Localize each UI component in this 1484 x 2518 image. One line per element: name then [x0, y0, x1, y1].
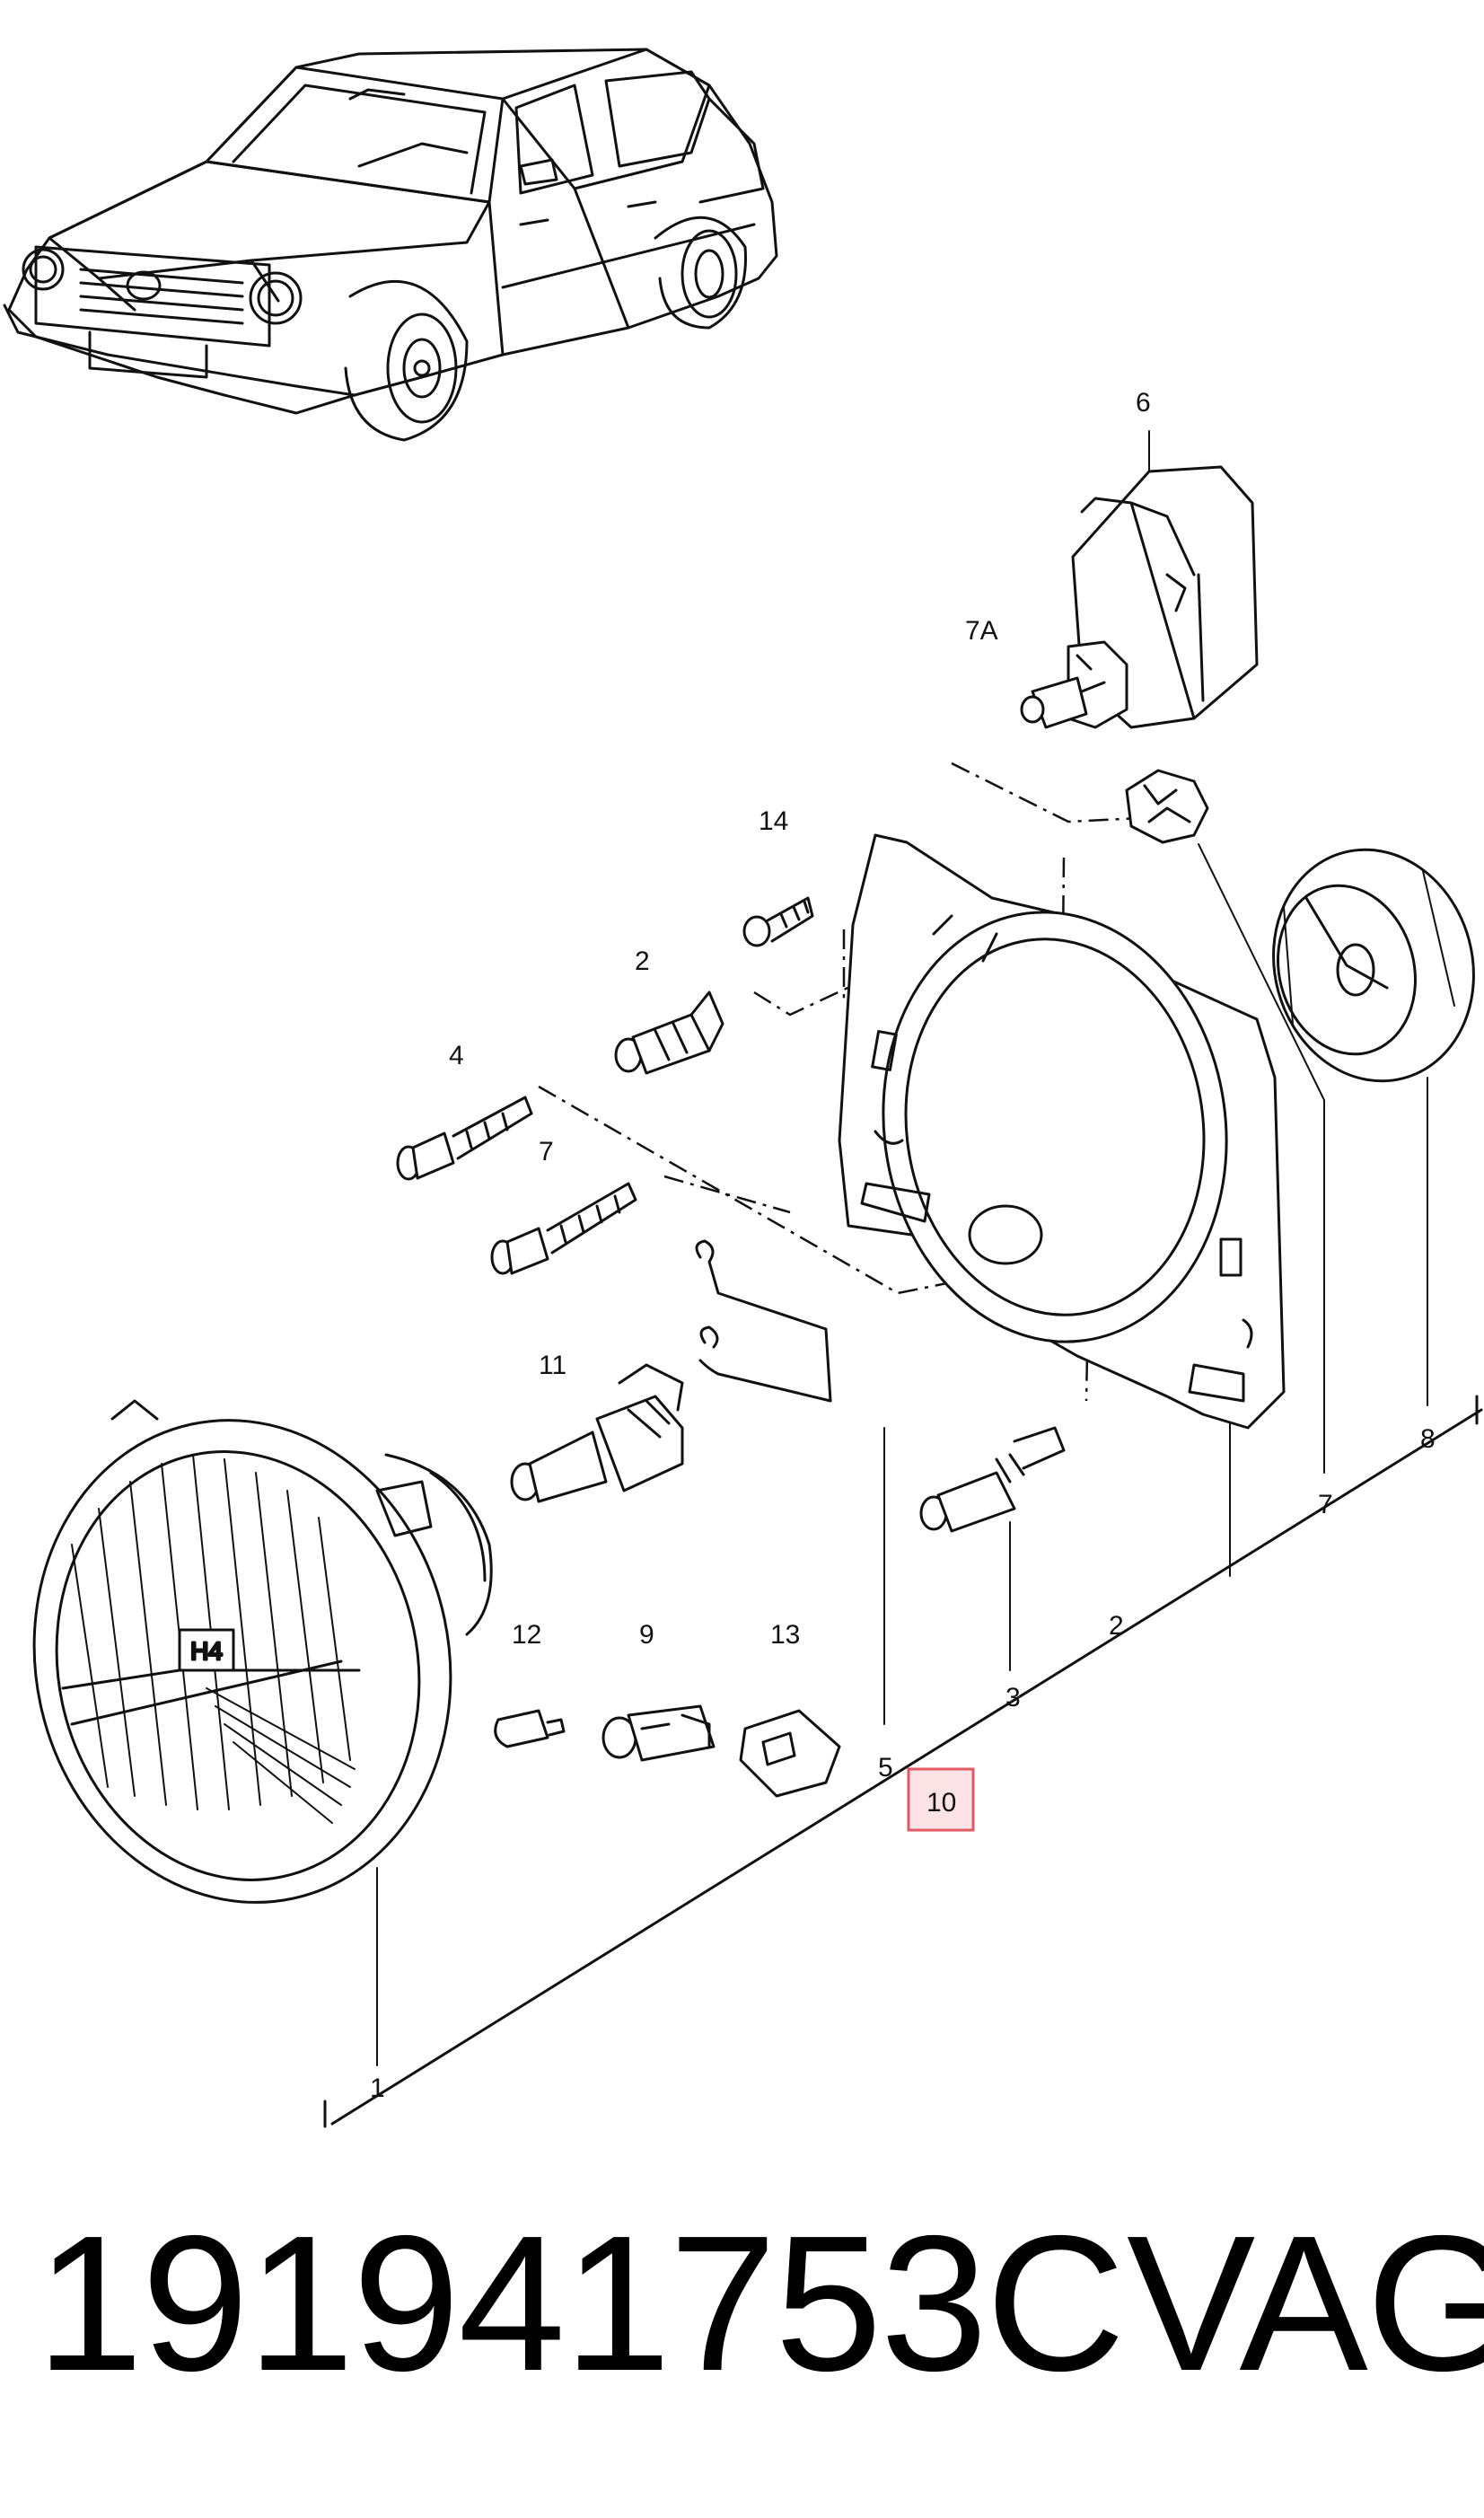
car-illustration: [3, 48, 778, 442]
brand-name: VAG: [1127, 2195, 1484, 2411]
highlight-box-10: [907, 1767, 975, 1832]
part-4-bolt: [396, 1096, 533, 1181]
callout-7a: 7A: [965, 616, 998, 646]
callout-7c: 7: [1318, 1490, 1333, 1519]
part-2-mounting-frame: [838, 833, 1286, 1430]
callout-13: 13: [770, 1620, 800, 1650]
callout-7b: 7: [539, 1137, 554, 1167]
callout-8: 8: [1420, 1424, 1436, 1454]
callout-10: 10: [926, 1788, 956, 1818]
callout-labels: 1 2 2 3 4 5 6 7A 7 7 8 9 11 12 13 14 10: [370, 388, 1436, 2103]
part-2-adjuster-screw: [614, 990, 724, 1075]
callout-4: 4: [449, 1041, 464, 1070]
part-11-bulb: [510, 1363, 684, 1503]
callout-2a: 2: [635, 946, 650, 976]
part-13-connector: [739, 1709, 841, 1798]
callout-2b: 2: [1109, 1611, 1124, 1641]
part-12-small-bulb: [494, 1709, 566, 1748]
callout-11: 11: [539, 1351, 566, 1380]
part-7a-socket: [1020, 640, 1128, 729]
callout-6: 6: [1136, 388, 1151, 418]
callout-3: 3: [1005, 1683, 1021, 1712]
part-8-sealing-ring: [1272, 848, 1475, 1083]
part-5-spring-clip: [695, 1239, 832, 1403]
part-7-screw: [490, 1182, 637, 1275]
callout-5: 5: [878, 1753, 893, 1783]
part-1-headlamp: H4: [32, 1399, 493, 1904]
callout-9: 9: [639, 1620, 654, 1650]
part-3-adjuster: [919, 1426, 1066, 1533]
part-9-bulb-holder: [602, 1704, 716, 1762]
part-number: 191941753C: [36, 2195, 1125, 2411]
callout-14: 14: [759, 806, 788, 836]
part-7-adjuster-nut: [1125, 769, 1209, 844]
callout-12: 12: [512, 1620, 541, 1650]
callout-1: 1: [370, 2073, 385, 2103]
h4-label: H4: [190, 1637, 223, 1665]
part-14-screw: [742, 896, 814, 947]
reference-lines: [323, 430, 1483, 2128]
